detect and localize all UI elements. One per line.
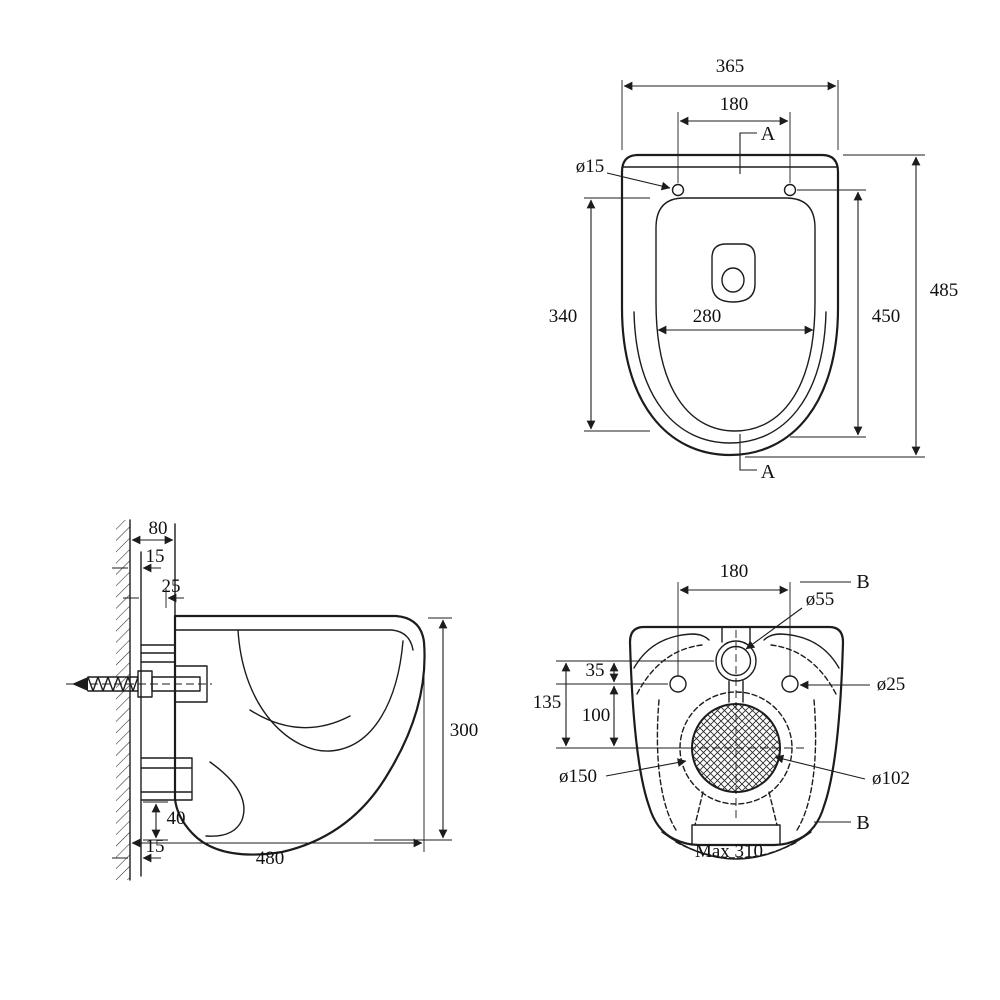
section-b-bottom-label: B bbox=[856, 812, 869, 834]
dim-frame-depth-label: 80 bbox=[149, 518, 168, 539]
rear-dim-180-extensions bbox=[677, 582, 791, 676]
dim-projection-label: 480 bbox=[256, 848, 285, 869]
rear-wing-hidden-left bbox=[636, 644, 703, 695]
dim-inlet-diameter-label: ø55 bbox=[806, 589, 835, 610]
dim-outlet-drop-label: 40 bbox=[167, 808, 186, 829]
dim-180-extensions bbox=[677, 112, 791, 183]
mounting-hole-left bbox=[671, 183, 685, 197]
side-view: 80 15 25 300 40 15 480 bbox=[66, 518, 479, 881]
top-view: 365 180 ø15 340 280 450 485 A A bbox=[549, 56, 959, 483]
section-b-top-label: B bbox=[856, 571, 869, 593]
inlet-stubs bbox=[721, 626, 751, 703]
top-view-rim-contour bbox=[633, 311, 827, 444]
dim-300-extensions bbox=[374, 617, 452, 841]
section-a-bottom-mark bbox=[739, 434, 757, 471]
dim-450-extensions bbox=[790, 189, 866, 438]
rear-hidden-bowl-left bbox=[656, 699, 677, 831]
dim-inlet-to-outlet-label: 135 bbox=[533, 692, 562, 713]
dim-inner-length-label: 340 bbox=[549, 306, 578, 327]
section-a-top-mark bbox=[739, 132, 757, 174]
wall-hatching bbox=[116, 520, 130, 880]
rear-top-wing-left bbox=[633, 633, 710, 669]
leader-outlet-diameter bbox=[774, 754, 866, 780]
leader-inlet-diameter bbox=[745, 607, 803, 650]
top-view-body-outline bbox=[620, 153, 840, 457]
dim-bracket-depth-label: 25 bbox=[162, 576, 181, 597]
side-profile-outline bbox=[173, 614, 426, 856]
rear-body-outline bbox=[628, 625, 845, 847]
leader-clearance-diameter bbox=[605, 758, 687, 777]
dim-overall-depth-label: 485 bbox=[930, 280, 959, 301]
rear-wing-hidden-right bbox=[770, 644, 837, 695]
dim-hole-diameter-label: ø15 bbox=[576, 156, 605, 177]
rear-top-wing-right bbox=[763, 633, 840, 669]
bolt-thread bbox=[87, 676, 139, 692]
dim-height-label: 300 bbox=[450, 720, 479, 741]
section-a-bottom-label: A bbox=[761, 461, 776, 483]
fixing-bracket bbox=[140, 644, 208, 703]
dim-340-extensions bbox=[584, 197, 650, 432]
rear-hidden-pipe-housing bbox=[694, 791, 778, 826]
dim-holes-to-outlet-label: 100 bbox=[582, 705, 611, 726]
flush-outlet-inner bbox=[721, 267, 745, 293]
leader-hole-diameter bbox=[606, 172, 671, 191]
rear-dim-hole-spacing-label: 180 bbox=[720, 561, 749, 582]
dim-front-to-holes-label: 450 bbox=[872, 306, 901, 327]
section-a-top-label: A bbox=[761, 123, 776, 145]
dim-gap-bottom-label: 15 bbox=[146, 836, 165, 857]
flush-outlet-shape bbox=[711, 243, 756, 303]
dim-365-extensions bbox=[621, 80, 839, 150]
dim-hole-spacing-label: 180 bbox=[720, 94, 749, 115]
waste-pipe bbox=[140, 757, 193, 801]
dim-inlet-to-holes-label: 35 bbox=[586, 660, 605, 681]
rear-bolt-hole-left bbox=[669, 675, 687, 693]
dim-gap-top-label: 15 bbox=[146, 546, 165, 567]
dim-485-extensions bbox=[745, 154, 925, 458]
rear-bottom-arc-hidden bbox=[675, 841, 798, 859]
dim-inner-width-label: 280 bbox=[693, 306, 722, 327]
dim-outlet-diameter-label: ø102 bbox=[872, 768, 910, 789]
side-bowl-cavity bbox=[237, 629, 404, 752]
dim-max-width-label: Max 310 bbox=[695, 841, 763, 862]
mounting-hole-right bbox=[783, 183, 797, 197]
rear-left-extensions bbox=[556, 660, 714, 749]
dim-rear-hole-diameter-label: ø25 bbox=[877, 674, 906, 695]
rear-hidden-bowl-right bbox=[796, 699, 817, 831]
rear-bottom-notch bbox=[691, 824, 781, 846]
rear-view: 180 B B ø55 ø25 ø150 ø102 35 100 135 Max… bbox=[533, 561, 910, 862]
side-seat-line bbox=[174, 629, 414, 651]
dim-clearance-diameter-label: ø150 bbox=[559, 766, 597, 787]
rear-bolt-hole-right bbox=[781, 675, 799, 693]
top-view-seat-opening bbox=[655, 197, 816, 432]
side-trap-curves bbox=[205, 709, 351, 837]
dim-overall-width-label: 365 bbox=[716, 56, 745, 77]
